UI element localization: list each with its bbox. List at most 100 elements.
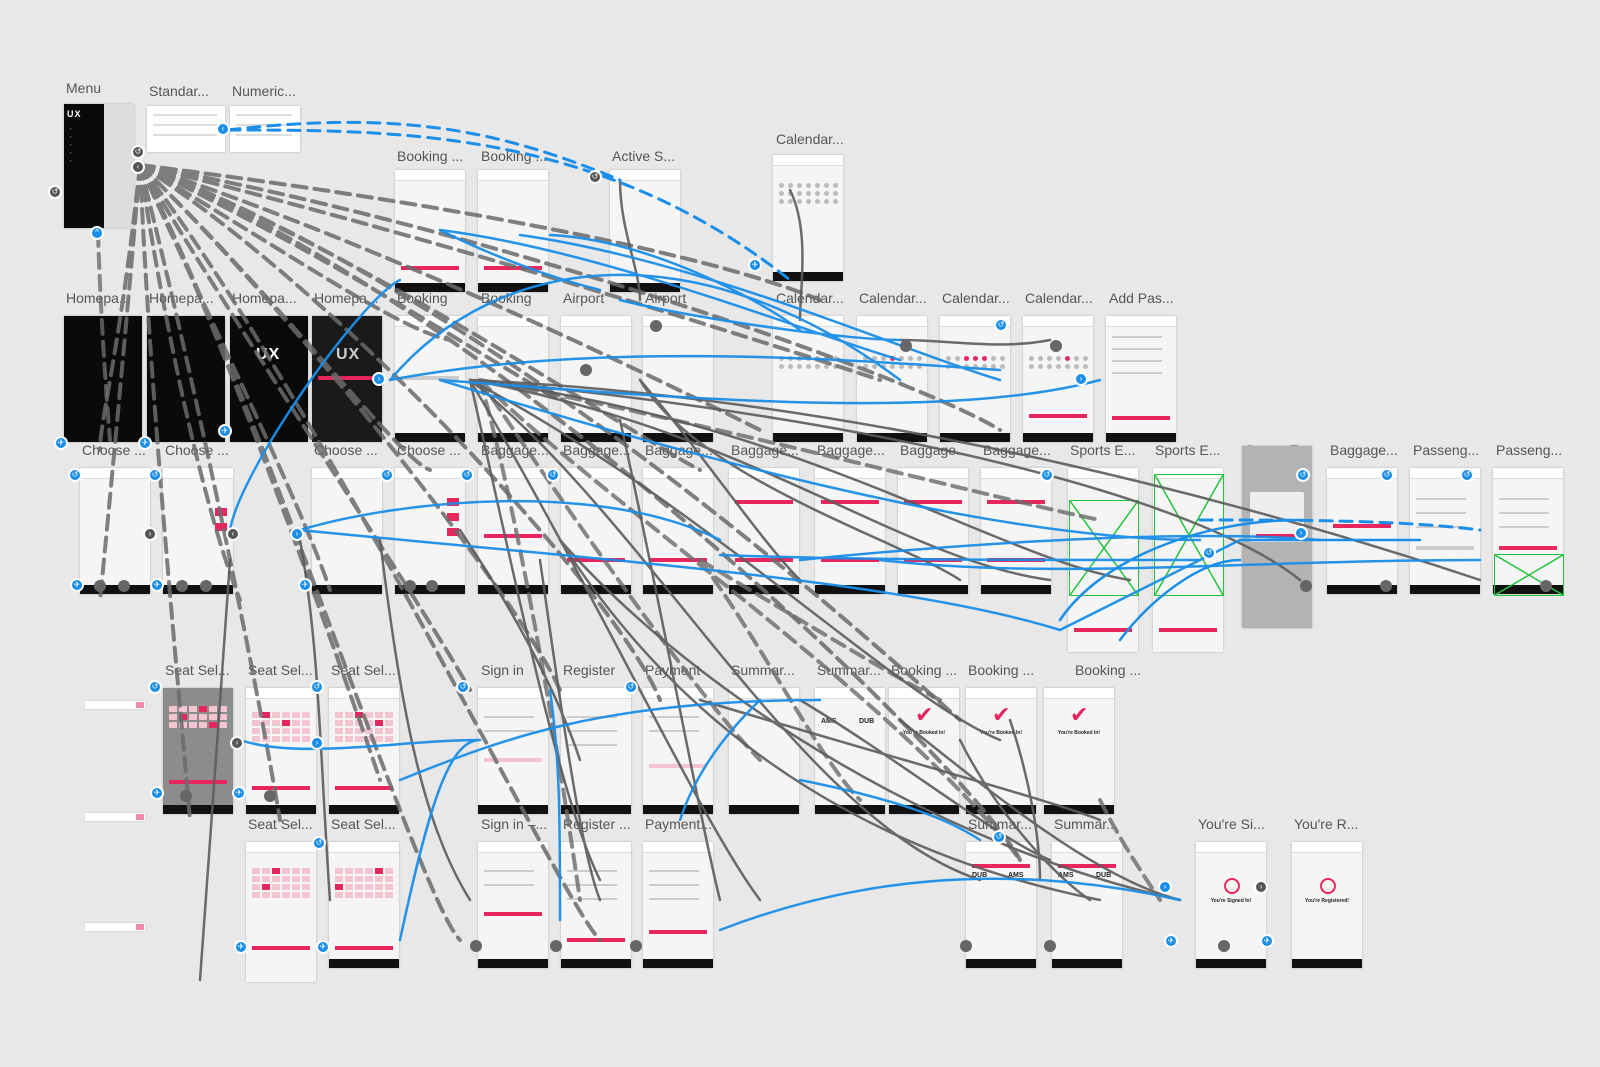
back-link-hotspot[interactable]: ↺ — [148, 468, 162, 482]
artboard-airport2[interactable] — [643, 316, 713, 442]
back-link-hotspot[interactable]: ↺ — [992, 830, 1006, 844]
artboard-summary4[interactable]: AMS DUB — [1052, 842, 1122, 968]
artboard-passenger1[interactable] — [1410, 468, 1480, 594]
artboard-booking2[interactable] — [478, 170, 548, 292]
back-link-hotspot[interactable]: ↺ — [1460, 468, 1474, 482]
home-link-hotspot[interactable]: ✈ — [1164, 934, 1178, 948]
artboard-baggage7[interactable] — [981, 468, 1051, 594]
back-link-hotspot[interactable]: ‹ — [216, 122, 230, 136]
next-link-hotspot[interactable]: › — [290, 527, 304, 541]
artboard-booking1[interactable] — [395, 170, 465, 292]
back-link-hotspot[interactable]: ↺ — [546, 468, 560, 482]
artboard-booking-status3[interactable]: ✔ You're Booked In! — [1044, 688, 1114, 814]
next-link-hotspot[interactable]: › — [372, 372, 386, 386]
home-link-hotspot[interactable]: ✈ — [234, 940, 248, 954]
home-link-hotspot[interactable]: ✈ — [298, 578, 312, 592]
back-link-hotspot[interactable]: ↺ — [624, 680, 638, 694]
artboard-baggage3[interactable] — [643, 468, 713, 594]
home-link-hotspot[interactable]: ✈ — [232, 786, 246, 800]
artboard-choose3[interactable] — [312, 468, 382, 594]
home-link-hotspot[interactable]: ✈ — [54, 436, 68, 450]
artboard-payment[interactable] — [643, 688, 713, 814]
artboard-seat2[interactable] — [246, 688, 316, 814]
back-link-hotspot[interactable]: ↺ — [994, 318, 1008, 332]
artboard-home1[interactable] — [64, 316, 142, 442]
artboard-baggage8[interactable] — [1327, 468, 1397, 594]
next-link-hotspot[interactable]: › — [310, 736, 324, 750]
back-link-hotspot[interactable]: ↺ — [1296, 468, 1310, 482]
artboard-choose2[interactable] — [163, 468, 233, 594]
artboard-calendar-top[interactable] — [773, 155, 843, 281]
artboard-register[interactable] — [561, 688, 631, 814]
back-link-hotspot[interactable]: ↺ — [1040, 468, 1054, 482]
artboard-signin[interactable] — [478, 688, 548, 814]
back-link-hotspot[interactable]: ↺ — [456, 680, 470, 694]
back-link-hotspot[interactable]: ↺ — [380, 468, 394, 482]
artboard-booking-status1[interactable]: ✔ You're Booked In! — [889, 688, 959, 814]
artboard-summary3[interactable]: DUB AMS — [966, 842, 1036, 968]
artboard-numeric-keyboard[interactable] — [230, 106, 300, 152]
artboard-registered[interactable]: You're Registered! — [1292, 842, 1362, 968]
back-link-hotspot[interactable]: ↺ — [1380, 468, 1394, 482]
back-link-hotspot[interactable]: ↺ — [48, 185, 62, 199]
home-link-hotspot[interactable]: ✈ — [150, 578, 164, 592]
home-link-hotspot[interactable]: ✈ — [150, 786, 164, 800]
artboard-baggage6[interactable] — [898, 468, 968, 594]
artboard-summary2[interactable]: AMS DUB — [815, 688, 885, 814]
home-link-hotspot[interactable]: ✈ — [1260, 934, 1274, 948]
back-link-hotspot[interactable]: ↺ — [1202, 546, 1216, 560]
artboard-baggage5[interactable] — [815, 468, 885, 594]
artboard-home3[interactable]: UX — [230, 316, 308, 442]
artboard-seat4[interactable] — [246, 842, 316, 982]
artboard-baggage4[interactable] — [729, 468, 799, 594]
artboard-register2[interactable] — [561, 842, 631, 968]
home-link-hotspot[interactable]: ✈ — [70, 578, 84, 592]
back-link-hotspot[interactable]: ↺ — [460, 468, 474, 482]
artboard-home2[interactable] — [147, 316, 225, 442]
artboard-baggage1[interactable] — [478, 468, 548, 594]
artboard-seat1[interactable] — [163, 688, 233, 814]
artboard-booking-status2[interactable]: ✔ You're Booked In! — [966, 688, 1036, 814]
link-connector — [650, 320, 662, 332]
artboard-baggage2[interactable] — [561, 468, 631, 594]
artboard-booking4[interactable] — [478, 316, 548, 442]
artboard-add-passengers[interactable] — [1106, 316, 1176, 442]
artboard-calendar4[interactable] — [940, 316, 1010, 442]
artboard-booking3[interactable] — [395, 316, 465, 442]
artboard-choose1[interactable] — [80, 468, 150, 594]
home-link-hotspot[interactable]: ✈ — [138, 436, 152, 450]
artboard-standard-keyboard[interactable] — [147, 106, 225, 152]
artboard-menu[interactable]: UX • • • • • — [64, 104, 104, 228]
back-link-hotspot[interactable]: ‹ — [226, 527, 240, 541]
back-link-hotspot[interactable]: ‹ — [131, 160, 145, 174]
artboard-choose4[interactable] — [395, 468, 465, 594]
home-link-hotspot[interactable]: ✈ — [218, 424, 232, 438]
next-link-hotspot[interactable]: › — [1294, 526, 1308, 540]
home-link-hotspot[interactable]: ^ — [90, 226, 104, 240]
artboard-seat5[interactable] — [329, 842, 399, 968]
back-link-hotspot[interactable]: ↺ — [148, 680, 162, 694]
artboard-passenger2[interactable] — [1493, 468, 1563, 594]
back-link-hotspot[interactable]: ↺ — [131, 145, 145, 159]
artboard-calendar3[interactable] — [857, 316, 927, 442]
artboard-active-search[interactable] — [610, 170, 680, 292]
home-link-hotspot[interactable]: ✈ — [316, 940, 330, 954]
next-link-hotspot[interactable]: › — [1254, 880, 1268, 894]
artboard-summary1[interactable] — [729, 688, 799, 814]
back-link-hotspot[interactable]: ↺ — [588, 170, 602, 184]
next-link-hotspot[interactable]: › — [1158, 880, 1172, 894]
artboard-airport1[interactable] — [561, 316, 631, 442]
home-link-hotspot[interactable]: ✈ — [748, 258, 762, 272]
back-link-hotspot[interactable]: ↺ — [312, 836, 326, 850]
next-link-hotspot[interactable]: › — [143, 527, 157, 541]
back-link-hotspot[interactable]: ↺ — [310, 680, 324, 694]
artboard-signin2[interactable] — [478, 842, 548, 968]
back-link-hotspot[interactable]: ↺ — [68, 468, 82, 482]
artboard-seat3[interactable] — [329, 688, 399, 814]
next-link-hotspot[interactable]: › — [230, 736, 244, 750]
artboard-calendar2[interactable] — [773, 316, 843, 442]
artboard-signed-in[interactable]: You're Signed In! — [1196, 842, 1266, 968]
next-link-hotspot[interactable]: › — [1074, 372, 1088, 386]
artboard-payment2[interactable] — [643, 842, 713, 968]
